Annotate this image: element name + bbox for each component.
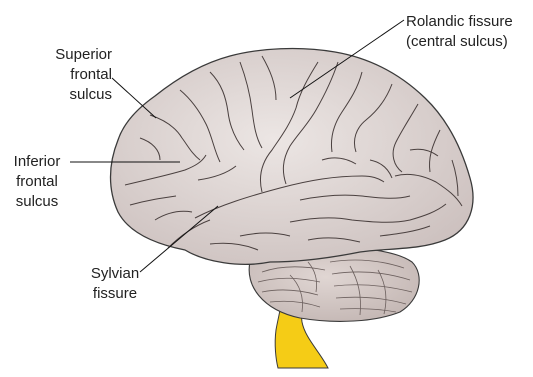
inferior-label-line3: sulcus xyxy=(4,192,70,212)
rolandic-label-line1: Rolandic fissure xyxy=(406,12,513,32)
superior-label-line3: sulcus xyxy=(20,85,112,105)
sylvian-fissure-label: Sylvian fissure xyxy=(80,264,150,304)
inferior-frontal-sulcus-label: Inferior frontal sulcus xyxy=(4,152,70,212)
superior-label-line2: frontal xyxy=(20,65,112,85)
cerebrum xyxy=(111,49,473,265)
rolandic-label-line2: (central sulcus) xyxy=(406,32,513,52)
superior-frontal-sulcus-label: Superior frontal sulcus xyxy=(20,45,112,105)
superior-frontal-leader-line xyxy=(112,78,156,118)
superior-label-line1: Superior xyxy=(20,45,112,65)
inferior-label-line1: Inferior xyxy=(4,152,70,172)
sylvian-label-line1: Sylvian xyxy=(80,264,150,284)
rolandic-fissure-label: Rolandic fissure (central sulcus) xyxy=(406,12,513,52)
sylvian-label-line2: fissure xyxy=(80,284,150,304)
inferior-label-line2: frontal xyxy=(4,172,70,192)
